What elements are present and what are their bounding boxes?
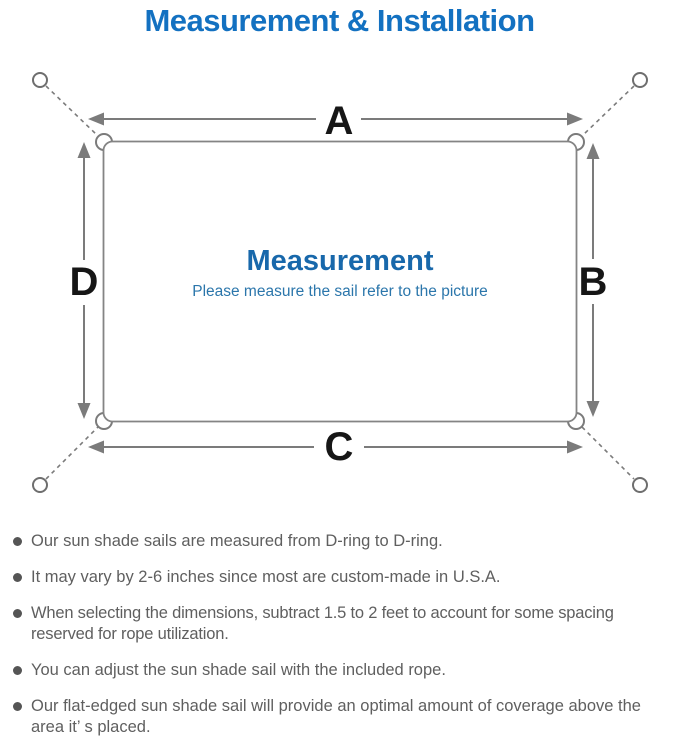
- anchor-ring-top-left-icon: [32, 72, 48, 88]
- bullet-icon: [13, 573, 22, 582]
- guy-line-bottom-left: [45, 426, 99, 480]
- guy-line-top-right: [581, 85, 635, 137]
- arrowhead-a-right-icon: [567, 112, 583, 126]
- center-subheading: Please measure the sail refer to the pic…: [192, 283, 488, 300]
- dimension-arrow-lines: [83, 118, 594, 448]
- arrowhead-a-left-icon: [88, 112, 104, 126]
- sail-outline: [102, 140, 578, 423]
- note-item: Our flat-edged sun shade sail will provi…: [12, 696, 673, 738]
- guy-line-bottom-right: [581, 426, 635, 480]
- bullet-icon: [13, 537, 22, 546]
- arrowhead-b-up-icon: [586, 143, 600, 159]
- bullet-icon: [13, 702, 22, 711]
- note-item: You can adjust the sun shade sail with t…: [12, 660, 673, 681]
- arrowhead-d-up-icon: [77, 142, 91, 158]
- arrowhead-b-down-icon: [586, 401, 600, 417]
- note-item: Our sun shade sails are measured from D-…: [12, 531, 673, 552]
- notes-list: Our sun shade sails are measured from D-…: [0, 517, 679, 738]
- dimension-arrow-heads: [77, 112, 600, 454]
- dimension-label-c: C: [325, 425, 354, 469]
- note-text: It may vary by 2-6 inches since most are…: [31, 568, 501, 586]
- arrowhead-c-right-icon: [567, 440, 583, 454]
- note-text: Our flat-edged sun shade sail will provi…: [31, 697, 641, 736]
- dimension-label-b: B: [579, 260, 608, 304]
- dimension-label-d: D: [70, 260, 99, 304]
- bullet-icon: [13, 666, 22, 675]
- arrowhead-c-left-icon: [88, 440, 104, 454]
- note-item: It may vary by 2-6 inches since most are…: [12, 567, 673, 588]
- anchor-ring-bottom-left-icon: [32, 477, 48, 493]
- page-title: Measurement & Installation: [144, 3, 535, 38]
- anchor-points: [32, 72, 648, 493]
- note-text: When selecting the dimensions, subtract …: [31, 604, 614, 643]
- note-text: You can adjust the sun shade sail with t…: [31, 661, 446, 679]
- anchor-ring-top-right-icon: [632, 72, 648, 88]
- dimension-label-a: A: [325, 99, 354, 143]
- note-item: When selecting the dimensions, subtract …: [12, 603, 673, 645]
- note-text: Our sun shade sails are measured from D-…: [31, 532, 443, 550]
- arrowhead-d-down-icon: [77, 403, 91, 419]
- measurement-diagram: A B C D Measurement Please measure the s…: [32, 72, 648, 493]
- anchor-ring-bottom-right-icon: [632, 477, 648, 493]
- guy-line-top-left: [45, 85, 99, 137]
- bullet-icon: [13, 609, 22, 618]
- center-heading: Measurement: [247, 245, 434, 277]
